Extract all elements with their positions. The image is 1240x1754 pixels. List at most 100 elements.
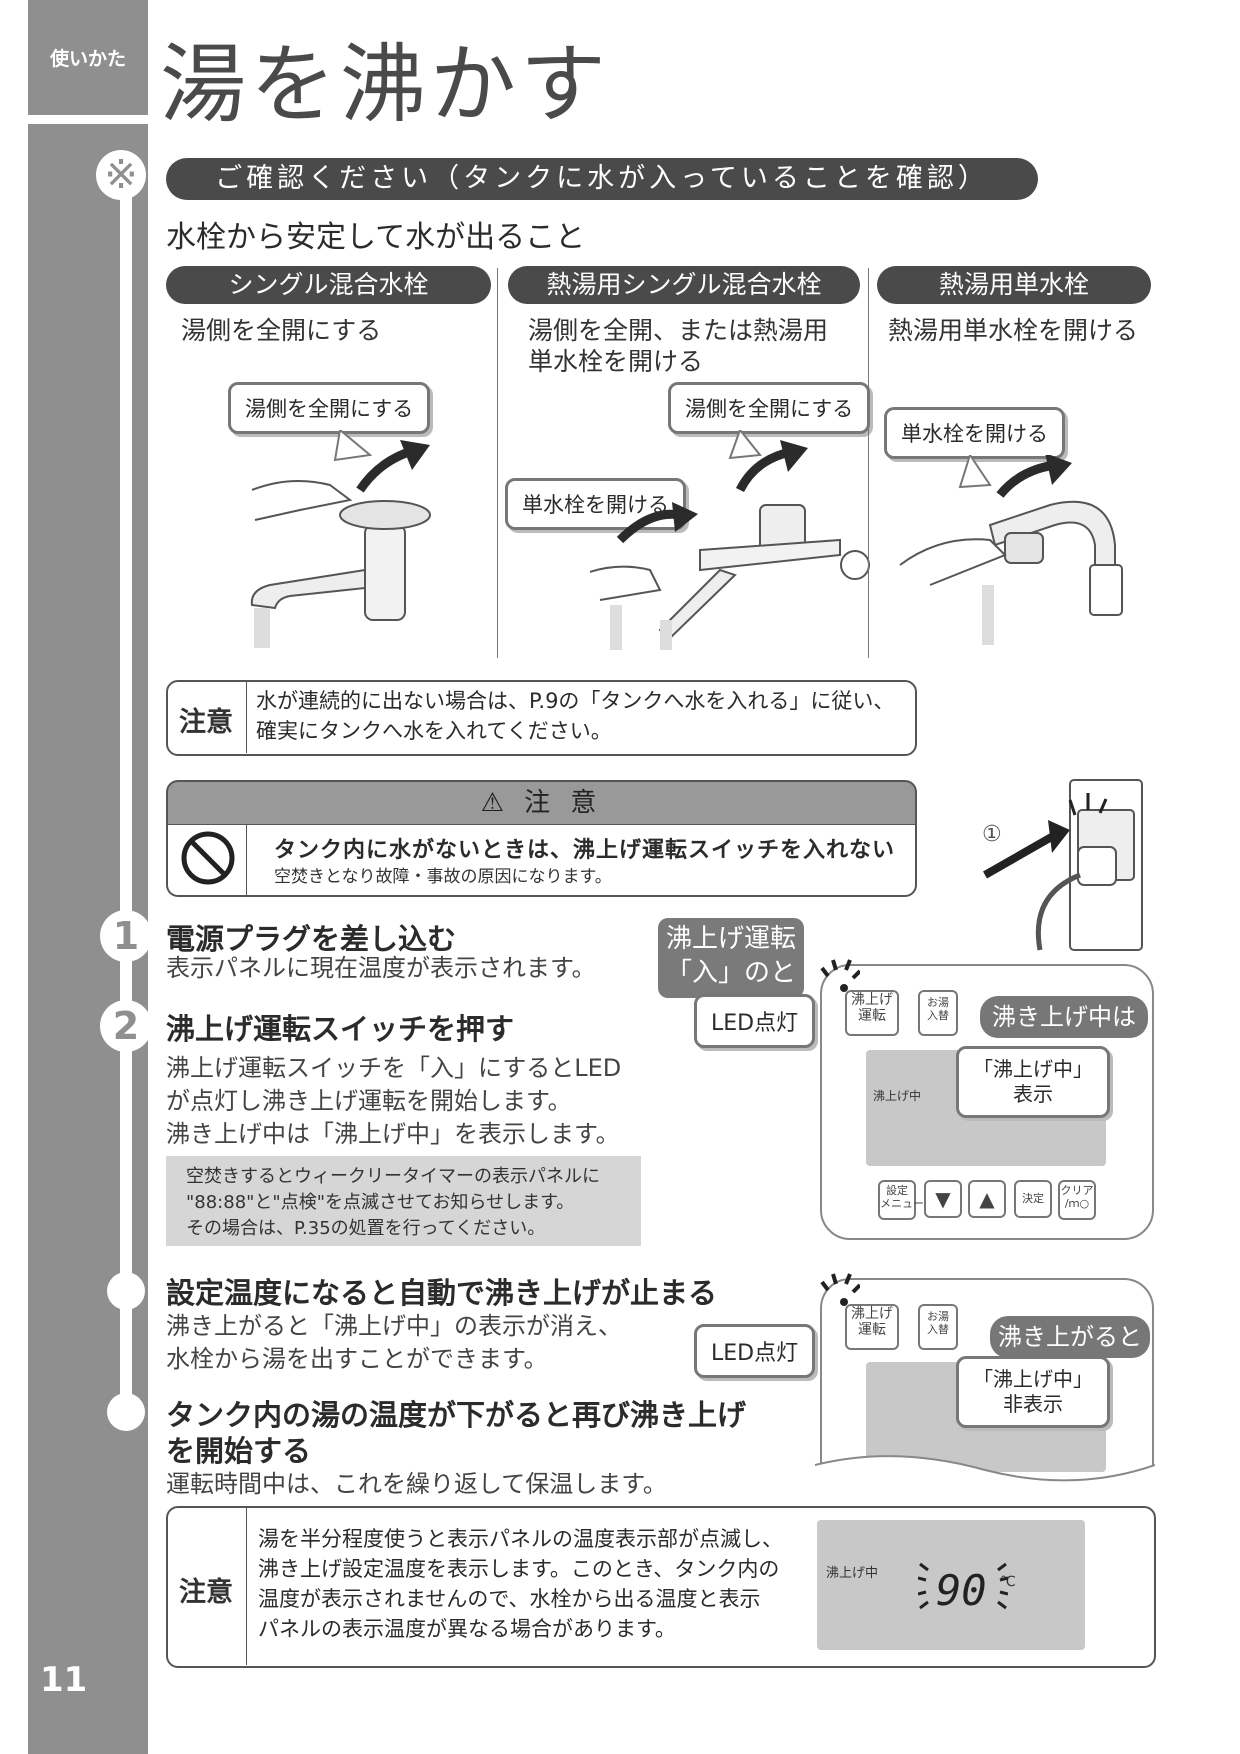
power-plug-illustration	[983, 779, 1143, 951]
note-label: 注意	[179, 707, 233, 738]
step-text-2-line1: 沸上げ運転スイッチを「入」にするとLED	[166, 1054, 622, 1082]
warning-divider	[246, 825, 247, 895]
tap-type-single-mixer: シングル混合水栓	[166, 266, 491, 304]
banner-line-1: 沸上げ運転	[665, 924, 796, 954]
tip-line-2: "88:88"と"点検"を点滅させてお知らせします。	[186, 1192, 575, 1213]
note-line-2: 確実にタンクへ水を入れてください。	[256, 719, 612, 743]
faucet-bar	[699, 538, 841, 572]
boil-on-banner: 沸上げ運転 「入」のとき	[658, 918, 804, 1022]
panel-cut-wave	[815, 1455, 1155, 1495]
faucet-spout	[250, 568, 366, 610]
tip-line-1: 空焚きするとウィークリータイマーの表示パネルに	[186, 1166, 600, 1187]
led-glow-icon	[820, 1273, 860, 1306]
single-mixer-faucet-illustration	[250, 430, 431, 648]
boiled-state-pill: 沸き上がると	[990, 1316, 1150, 1358]
tap-type-hot-single-mixer: 熱湯用シングル混合水栓	[508, 266, 860, 304]
kome-mark-icon: ※	[96, 150, 146, 200]
step-text-2-line2: が点灯し沸き上げ運転を開始します。	[166, 1087, 572, 1115]
arrowhead	[1045, 455, 1072, 485]
tap-desc-single-mixer: 湯側を全開にする	[181, 316, 382, 345]
display-boiling-text: 沸上げ中	[873, 1089, 922, 1103]
step-text-4: 運転時間中は、これを繰り返して保温します。	[166, 1470, 667, 1498]
hot-single-mixer-illustration	[590, 430, 870, 650]
tap-type-hot-single-tap: 熱湯用単水栓	[877, 266, 1151, 304]
up-button[interactable]: ▲	[968, 1180, 1006, 1218]
step-text-3-line2: 水栓から湯を出すことができます。	[166, 1345, 548, 1373]
timeline-line	[120, 170, 132, 1420]
page-title: 湯を沸かす	[160, 35, 610, 135]
boil-operation-button[interactable]: 沸上げ 運転	[845, 990, 899, 1036]
tap-nozzle	[1089, 564, 1123, 616]
step-text-2-line3: 沸き上げ中は「沸上げ中」を表示します。	[166, 1120, 620, 1148]
callout-line-2: 非表示	[1003, 1392, 1063, 1416]
warning-heading: ⚠ 注 意	[166, 780, 917, 824]
note2-line-2: 沸き上げ設定温度を表示します。このとき、タンク内の	[258, 1557, 780, 1581]
callout-tail	[728, 430, 762, 460]
boil-operation-button-2[interactable]: 沸上げ 運転	[845, 1304, 899, 1350]
hand-icon	[251, 480, 353, 521]
plug	[1077, 846, 1117, 886]
plug-step-marker: ①	[982, 822, 1002, 847]
note-box-water-flow	[166, 680, 917, 756]
tap-neck	[988, 500, 1116, 576]
column-divider-2	[868, 268, 869, 658]
callout-tail	[333, 430, 373, 462]
hand-icon	[899, 538, 1007, 586]
led-glow-icon	[820, 959, 860, 992]
faucet-body	[364, 524, 406, 621]
step-title-2: 沸上げ運転スイッチを押す	[166, 1012, 515, 1046]
arrowhead-2	[672, 502, 698, 532]
hot-water-replace-button[interactable]: お湯 入替	[918, 990, 958, 1036]
callout-open-hot-2: 湯側を全開にする	[668, 382, 871, 434]
arrow-icon-2	[616, 509, 681, 544]
note-divider	[246, 681, 247, 753]
sidebar-header-bar	[28, 0, 148, 115]
warning-main-text: タンク内に水がないときは、沸上げ運転スイッチを入れない	[274, 838, 896, 863]
callout-line-2: 表示	[1013, 1082, 1053, 1106]
blink-marks-icon	[918, 1562, 1008, 1610]
step-title-1: 電源プラグを差し込む	[166, 922, 457, 956]
tap-desc-hot-single-tap: 熱湯用単水栓を開ける	[888, 316, 1139, 345]
water-stream	[254, 608, 270, 648]
warning-box	[166, 824, 917, 897]
note-divider-2	[246, 1507, 247, 1665]
warning-sub-text: 空焚きとなり故障・事故の原因になります。	[274, 867, 612, 887]
confirm-heading: ご確認ください（タンクに水が入っていることを確認）	[166, 158, 1038, 200]
boiling-state-pill: 沸き上げ中は	[980, 996, 1148, 1038]
spark-lines	[1068, 793, 1108, 816]
section-label: 使いかた	[49, 48, 126, 70]
hot-water-replace-button-2[interactable]: お湯 入替	[918, 1304, 958, 1350]
callout-line-1: 「沸上げ中」	[973, 1057, 1093, 1081]
boiling-hidden-callout: 「沸上げ中」 非表示	[956, 1356, 1110, 1428]
prohibited-icon	[181, 831, 235, 885]
step-title-4-line1: タンク内の湯の温度が下がると再び沸き上げ	[166, 1398, 747, 1432]
step-text-1: 表示パネルに現在温度が表示されます。	[166, 954, 596, 982]
setting-menu-button[interactable]: 設定 メニュー	[878, 1180, 924, 1220]
arrow-icon	[735, 447, 792, 493]
callout-line-1: 「沸上げ中」	[973, 1367, 1093, 1391]
callout-open-single-tap-2: 単水栓を開ける	[505, 478, 686, 530]
hot-single-tap-illustration	[899, 455, 1123, 645]
step-text-3-line1: 沸き上がると「沸上げ中」の表示が消え、	[166, 1312, 622, 1340]
clear-button[interactable]: クリア /ｍ○	[1058, 1180, 1096, 1220]
led-lit-callout-2: LED点灯	[694, 1324, 816, 1378]
down-button[interactable]: ▼	[924, 1180, 962, 1218]
decide-button[interactable]: 決定	[1014, 1180, 1052, 1218]
arrowhead	[780, 440, 808, 472]
note-label-2: 注意	[179, 1577, 233, 1608]
tip-line-3: その場合は、P.35の処置を行ってください。	[186, 1218, 546, 1239]
faucet-lever	[339, 500, 431, 530]
page-number: 11	[40, 1660, 88, 1700]
step-number-2: 2	[100, 1000, 152, 1052]
note2-line-4: パネルの表示温度が異なる場合があります。	[258, 1617, 676, 1641]
step-dot-4	[107, 1393, 145, 1431]
arrowhead	[1048, 820, 1070, 853]
arrow-icon	[983, 831, 1057, 879]
note2-line-1: 湯を半分程度使うと表示パネルの温度表示部が点滅し、	[258, 1527, 783, 1551]
temp-display-panel	[817, 1520, 1085, 1650]
column-divider	[497, 268, 498, 658]
valve-knob	[840, 550, 870, 580]
water-stream-2	[660, 620, 672, 650]
led-lit-callout-1: LED点灯	[694, 994, 816, 1048]
empty-boil-tip-box: 空焚きするとウィークリータイマーの表示パネルに "88:88"と"点検"を点滅さ…	[166, 1156, 641, 1246]
